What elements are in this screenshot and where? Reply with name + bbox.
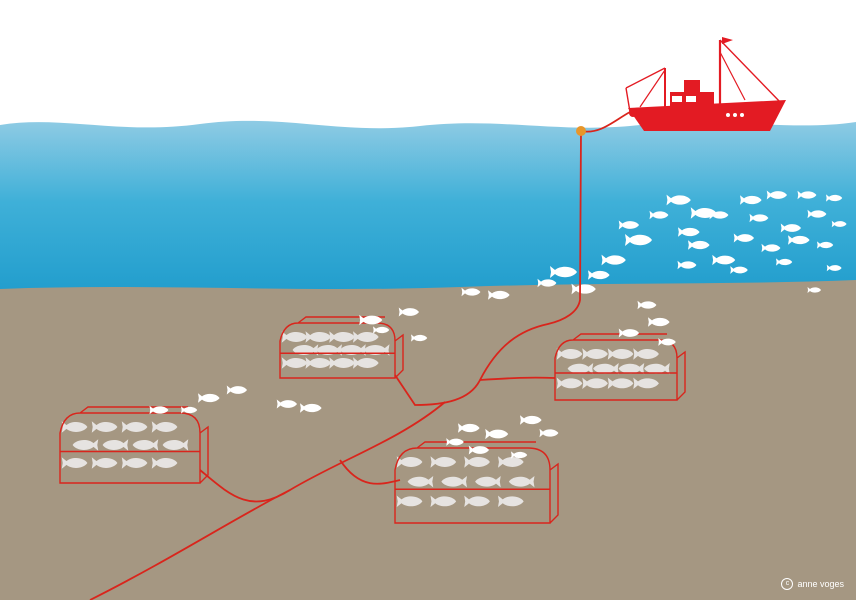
seabed [0, 280, 856, 600]
water [0, 120, 856, 300]
branch-line-right [479, 376, 556, 381]
copyright-icon: c [781, 578, 794, 590]
credit-text: anne voges [797, 579, 844, 589]
main-line [394, 130, 582, 406]
trap-cage-bottom [394, 441, 559, 524]
buoy-icon [576, 126, 586, 136]
trap-cage-left [59, 406, 209, 484]
fishing-line [89, 111, 631, 600]
trailing-line [89, 489, 291, 600]
fishing-boat-icon [625, 37, 786, 131]
branch-line-left [199, 401, 446, 503]
copyright-credit: c anne voges [781, 578, 844, 590]
